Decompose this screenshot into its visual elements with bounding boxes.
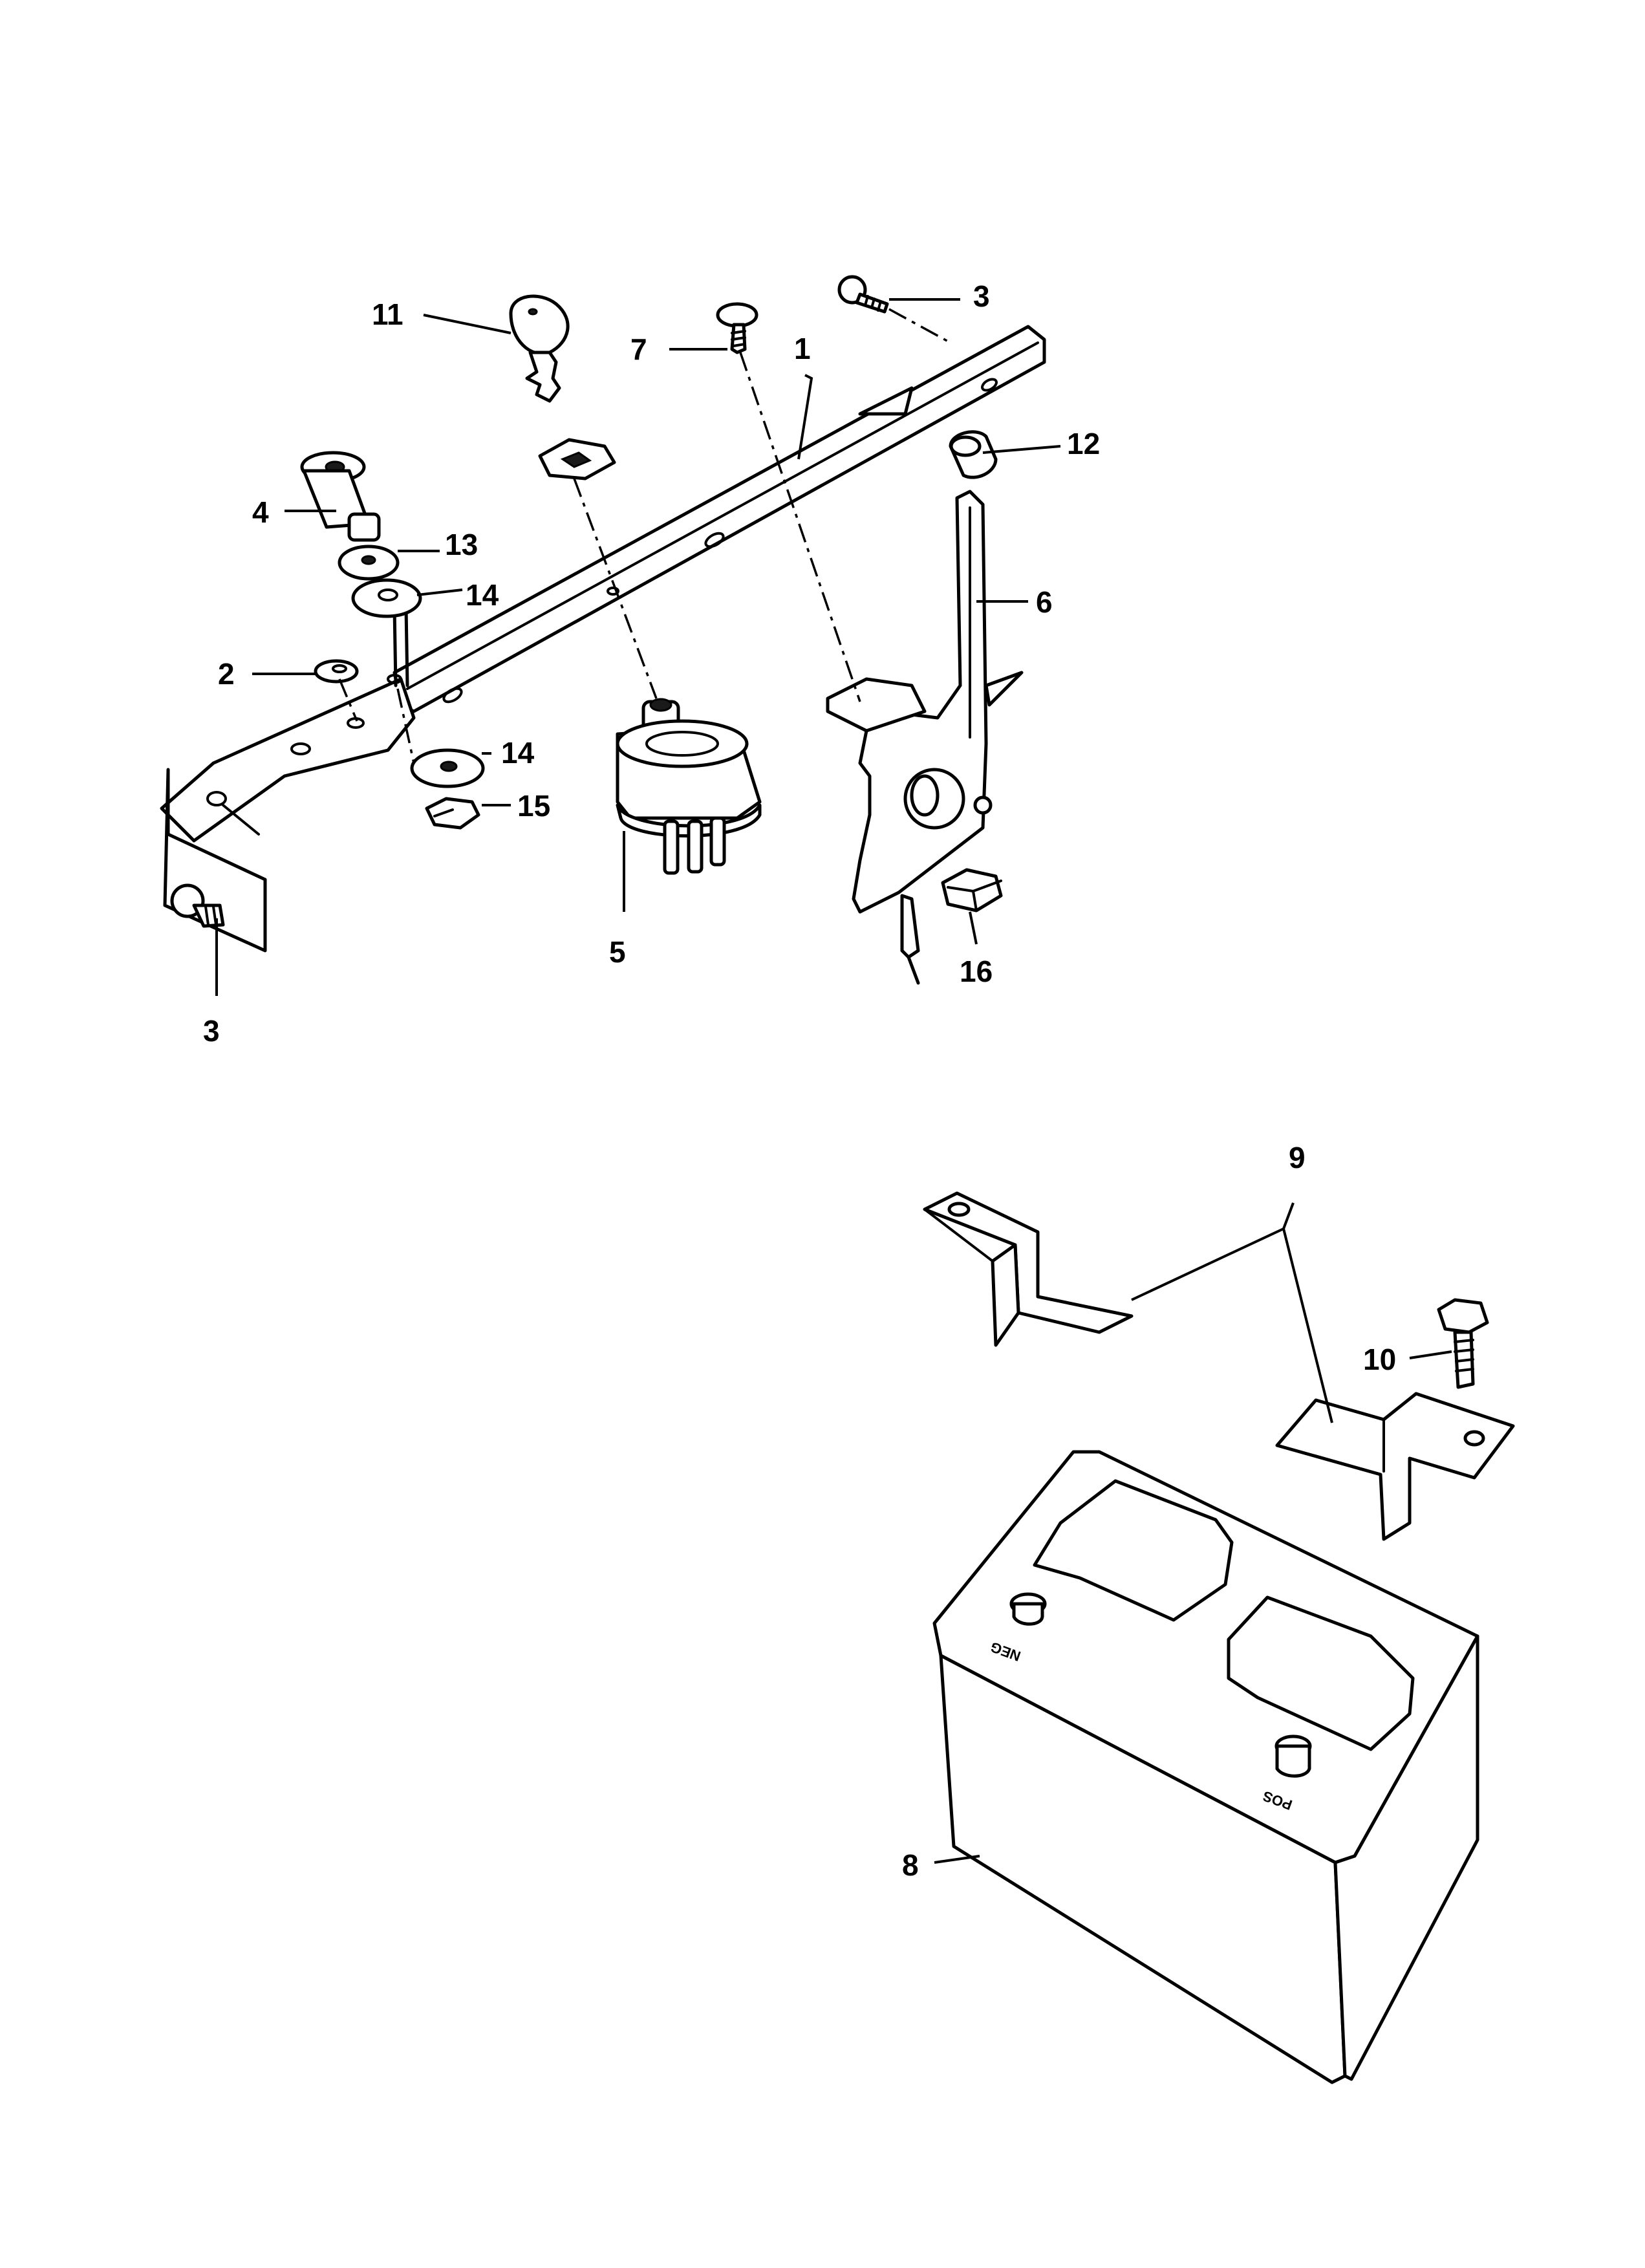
- screw-7: [716, 302, 758, 354]
- assembly-centerlines: [338, 308, 951, 764]
- callout-1: 1: [794, 332, 811, 365]
- ignition-key: [509, 294, 570, 403]
- callout-leaders: [215, 298, 1452, 1864]
- callout-9: 9: [1289, 1141, 1306, 1174]
- battery-bracket-right: [1275, 1392, 1515, 1541]
- battery-bracket-left: [923, 1191, 1134, 1347]
- callout-3-top: 3: [973, 279, 990, 313]
- callout-13: 13: [445, 528, 478, 561]
- callout-numbers: 11 7 1 3 12 4 13 14 2 6 14 15 5 16 3 9 1…: [203, 279, 1396, 1882]
- nut-15: [425, 797, 480, 830]
- ignition-switch: [616, 698, 762, 875]
- washer-14-lower: [410, 748, 485, 788]
- callout-16: 16: [960, 955, 993, 988]
- mounting-bracket: [160, 325, 1046, 953]
- bolt-3-bottom: [170, 883, 225, 928]
- washer-14-upper: [351, 578, 422, 618]
- callout-10: 10: [1363, 1343, 1396, 1376]
- callout-5: 5: [609, 935, 626, 969]
- switch-nut: [538, 438, 616, 481]
- callout-7: 7: [630, 332, 647, 366]
- knob-washer-13: [338, 545, 400, 581]
- callout-2: 2: [218, 657, 235, 691]
- callout-3-bottom: 3: [203, 1014, 220, 1048]
- bolt-3-top: [837, 275, 889, 314]
- choke-knob: [300, 451, 409, 687]
- bushing-12: [949, 430, 998, 479]
- callout-14-upper: 14: [466, 578, 499, 612]
- callout-14-lower: 14: [501, 736, 535, 770]
- clip-2: [314, 659, 359, 684]
- callout-15: 15: [517, 789, 550, 823]
- callout-11: 11: [372, 297, 403, 331]
- callout-6: 6: [1036, 585, 1053, 619]
- callout-4: 4: [252, 495, 269, 529]
- throttle-lever: [826, 490, 1024, 985]
- bolt-10: [1437, 1298, 1489, 1389]
- callout-8: 8: [902, 1848, 919, 1882]
- battery: [932, 1450, 1479, 2084]
- nut-16: [941, 868, 1003, 913]
- callout-12: 12: [1067, 427, 1100, 460]
